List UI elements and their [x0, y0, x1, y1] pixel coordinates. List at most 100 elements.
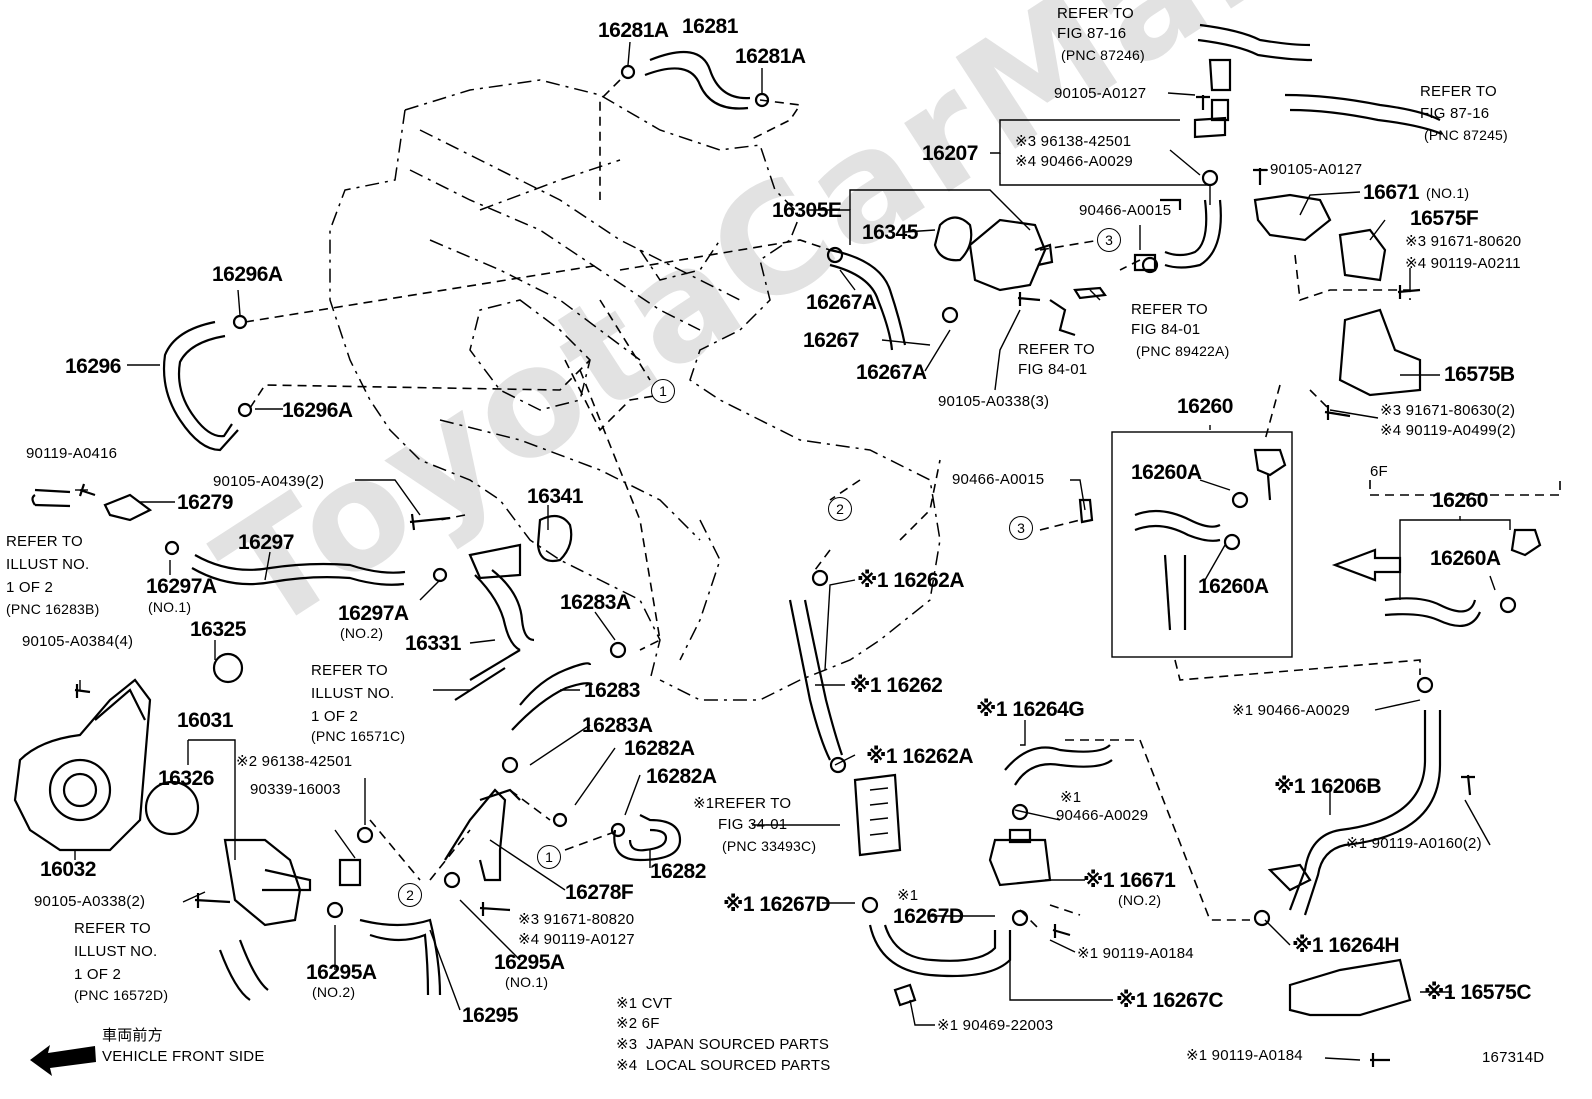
label-90105-A0439: 90105-A0439(2) — [213, 473, 325, 490]
label-16031: 16031 — [177, 709, 233, 732]
legend-note-3: ※3 JAPAN SOURCED PARTS — [616, 1036, 830, 1053]
label-16260A-b: 16260A — [1198, 575, 1269, 598]
label-s3-91671-80630: ※3 91671-80630(2) — [1380, 402, 1516, 419]
label-no2-a: (NO.2) — [340, 625, 384, 641]
label-16281A-a: 16281A — [598, 19, 669, 42]
ref-16572D-line3: 1 OF 2 — [74, 966, 122, 983]
ref-34-01-line2: FIG 34-01 — [718, 816, 788, 833]
label-no2-c: (NO.2) — [1118, 892, 1162, 908]
label-16283A-b: 16283A — [582, 714, 653, 737]
label-16283: 16283 — [584, 679, 640, 702]
diagram-id: 167314D — [1482, 1049, 1545, 1066]
ref-87-16-b-line2: FIG 87-16 — [1420, 105, 1490, 122]
legend-note-4: ※4 LOCAL SOURCED PARTS — [616, 1057, 831, 1074]
ref-16572D-line4: (PNC 16572D) — [74, 987, 169, 1003]
vehicle-front-jp: 車両前方 — [102, 1027, 163, 1044]
label-16325: 16325 — [190, 618, 246, 641]
label-s4-90119-A0211: ※4 90119-A0211 — [1405, 255, 1521, 272]
label-16297A-no1: 16297A — [146, 575, 217, 598]
ref-16571C-line2: ILLUST NO. — [311, 685, 395, 702]
label-s1-y: ※1 — [897, 887, 919, 904]
ref-87-16-b-line1: REFER TO — [1420, 83, 1497, 100]
label-16671-no2: ※1 16671 — [1083, 869, 1176, 892]
ref-87-16-a-line1: REFER TO — [1057, 5, 1134, 22]
label-16575F: 16575F — [1410, 207, 1479, 230]
label-s3-91671-80820: ※3 91671-80820 — [518, 911, 635, 928]
label-16267A-a: 16267A — [806, 291, 877, 314]
ref-16283B-line1: REFER TO — [6, 533, 83, 550]
vehicle-front-en: VEHICLE FRONT SIDE — [102, 1048, 265, 1065]
label-16260-a: 16260 — [1177, 395, 1233, 418]
ref-84-01-b-line2: FIG 84-01 — [1018, 361, 1088, 378]
label-90119-A0184-b: ※1 90119-A0184 — [1186, 1047, 1303, 1064]
ref-16571C-line3: 1 OF 2 — [311, 708, 359, 725]
ref-84-01-a-line1: REFER TO — [1131, 301, 1208, 318]
label-16296A-a: 16296A — [212, 263, 283, 286]
label-90466-A0029-a: 90466-A0029 — [1056, 807, 1149, 824]
boxes — [1111, 431, 1293, 658]
label-90105-A0338-2: 90105-A0338(2) — [34, 893, 146, 910]
label-16267D-b: 16267D — [893, 905, 964, 928]
ref-16283B-line4: (PNC 16283B) — [6, 601, 100, 617]
label-16262A-b: ※1 16262A — [866, 745, 974, 768]
label-s4-90119-A0127: ※4 90119-A0127 — [518, 931, 635, 948]
circle-ref-1-a: 1 — [651, 379, 675, 403]
label-16279: 16279 — [177, 491, 233, 514]
label-90119-A0184-a: ※1 90119-A0184 — [1077, 945, 1194, 962]
ref-87-16-b-line3: (PNC 87245) — [1424, 127, 1508, 143]
label-16278F: 16278F — [565, 881, 634, 904]
ref-16571C-line1: REFER TO — [311, 662, 388, 679]
label-16282A-a: 16282A — [624, 737, 695, 760]
arrows — [30, 548, 1402, 1076]
label-s4-90466-A0029: ※4 90466-A0029 — [1015, 153, 1133, 170]
label-16295A-no1: 16295A — [494, 951, 565, 974]
label-90466-A0029-b: ※1 90466-A0029 — [1232, 702, 1350, 719]
label-16267C: ※1 16267C — [1116, 989, 1224, 1012]
label-90105-A0127-a: 90105-A0127 — [1054, 85, 1147, 102]
label-16296A-b: 16296A — [282, 399, 353, 422]
ref-87-16-a-line3: (PNC 87246) — [1061, 47, 1145, 63]
label-s2-96138-42501: ※2 96138-42501 — [236, 753, 353, 770]
label-16671-no1: 16671 — [1363, 181, 1419, 204]
label-16281A-b: 16281A — [735, 45, 806, 68]
label-90119-A0416: 90119-A0416 — [26, 445, 118, 462]
label-16282: 16282 — [650, 860, 706, 883]
label-16262: ※1 16262 — [850, 674, 943, 697]
ref-84-01-b-line1: REFER TO — [1018, 341, 1095, 358]
label-16262A-a: ※1 16262A — [857, 569, 965, 592]
label-16260A-a: 16260A — [1131, 461, 1202, 484]
label-16260A-c: 16260A — [1430, 547, 1501, 570]
label-16575B: 16575B — [1444, 363, 1515, 386]
ref-34-01-line1: ※1REFER TO — [693, 795, 792, 812]
label-16032: 16032 — [40, 858, 96, 881]
label-16297: 16297 — [238, 531, 294, 554]
clamps — [164, 64, 1517, 927]
label-90105-A0384: 90105-A0384(4) — [22, 633, 134, 650]
circle-ref-2-b: 2 — [398, 883, 422, 907]
label-no1-b: (NO.1) — [505, 974, 549, 990]
label-16297A-no2: 16297A — [338, 602, 409, 625]
components — [13, 58, 1542, 1017]
ref-16572D-line1: REFER TO — [74, 920, 151, 937]
label-s3-91671-80620: ※3 91671-80620 — [1405, 233, 1522, 250]
circle-ref-3-a: 3 — [1097, 228, 1121, 252]
ref-84-01-a-line2: FIG 84-01 — [1131, 321, 1201, 338]
circle-ref-3-b: 3 — [1009, 516, 1033, 540]
circle-ref-2-a: 2 — [828, 497, 852, 521]
label-no2-b: (NO.2) — [312, 984, 356, 1000]
label-no1-c: (NO.1) — [1426, 185, 1470, 201]
label-16305E: 16305E — [772, 199, 842, 222]
dashed-leaders — [244, 79, 1561, 931]
circle-ref-1-b: 1 — [537, 845, 561, 869]
solid-leaders — [74, 41, 1511, 1061]
label-16267D-a: ※1 16267D — [723, 893, 831, 916]
label-90105-A0338-3: 90105-A0338(3) — [938, 393, 1050, 410]
label-16295A-no2: 16295A — [306, 961, 377, 984]
ref-16283B-line2: ILLUST NO. — [6, 556, 90, 573]
hoses — [34, 23, 1482, 1001]
label-16295: 16295 — [462, 1004, 518, 1027]
label-16264H: ※1 16264H — [1292, 934, 1400, 957]
label-16326: 16326 — [158, 767, 214, 790]
label-90466-A0015-a: 90466-A0015 — [1079, 202, 1172, 219]
